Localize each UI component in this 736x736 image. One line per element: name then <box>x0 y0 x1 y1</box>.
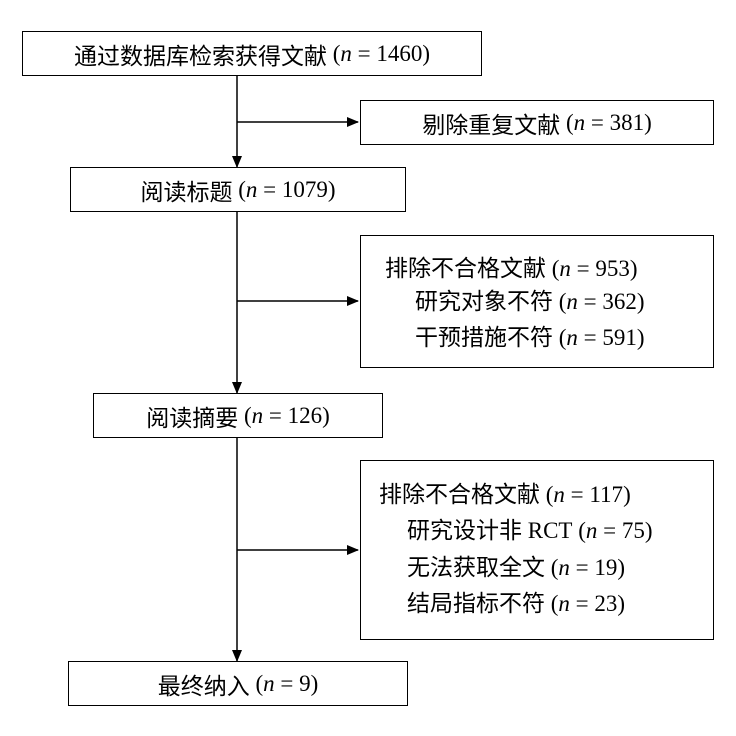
n-variable: n <box>558 555 570 580</box>
n-variable: n <box>340 40 352 66</box>
box-duplicates-count: 381 <box>609 109 645 135</box>
exclusion-reason-label: 干预措施不符 <box>415 325 553 350</box>
box-included-count: 9 <box>299 670 311 696</box>
exclusion-title-label: 排除不合格文献 <box>385 256 546 281</box>
exclusion-reason-count: 591 <box>602 325 637 350</box>
exclusion-reason: 研究对象不符 (n = 362) <box>415 289 645 314</box>
n-variable: n <box>566 289 578 314</box>
n-variable: n <box>553 482 565 507</box>
n-variable: n <box>558 591 570 616</box>
n-variable: n <box>245 176 258 202</box>
box-exclusion-abstracts: 排除不合格文献 (n = 117) 研究设计非 RCT (n = 75) 无法获… <box>360 460 714 640</box>
box-exclusion-titles: 排除不合格文献 (n = 953) 研究对象不符 (n = 362) 干预措施不… <box>360 235 714 368</box>
box-retrieved-count: 1460 <box>376 40 423 66</box>
box-retrieved: 通过数据库检索获得文献 (n = 1460) <box>22 31 482 76</box>
exclusion-reason: 结局指标不符 (n = 23) <box>407 591 626 616</box>
exclusion-title-count: 953 <box>595 256 630 281</box>
box-titles-count: 1079 <box>281 176 328 202</box>
n-variable: n <box>573 109 586 135</box>
exclusion-reason-label: 研究对象不符 <box>415 289 553 314</box>
box-duplicates-label: 剔除重复文献 <box>422 112 561 138</box>
exclusion-reason-count: 362 <box>602 289 637 314</box>
n-variable: n <box>585 518 598 543</box>
exclusion-reason-count: 19 <box>594 555 618 580</box>
exclusion-reason-count: 75 <box>621 518 645 543</box>
exclusion-title-line: 排除不合格文献 (n = 117) <box>379 482 631 507</box>
exclusion-reason-label: 研究设计非 RCT <box>407 518 573 543</box>
box-abstracts: 阅读摘要 (n = 126) <box>93 393 383 438</box>
box-abstracts-count: 126 <box>287 402 323 428</box>
box-titles: 阅读标题 (n = 1079) <box>70 167 406 212</box>
exclusion-reason: 无法获取全文 (n = 19) <box>407 555 626 580</box>
box-titles-label: 阅读标题 <box>140 179 233 205</box>
exclusion-reason-count: 23 <box>594 591 618 616</box>
n-variable: n <box>559 256 571 281</box>
exclusion-title-count: 117 <box>589 482 624 507</box>
exclusion-reason: 干预措施不符 (n = 591) <box>415 325 645 350</box>
box-included-label: 最终纳入 <box>157 673 250 699</box>
box-included: 最终纳入 (n = 9) <box>68 661 408 706</box>
exclusion-reason-label: 无法获取全文 <box>407 555 545 580</box>
n-variable: n <box>566 325 578 350</box>
exclusion-reason-label: 结局指标不符 <box>407 591 545 616</box>
exclusion-title-label: 排除不合格文献 <box>379 482 540 507</box>
box-duplicates: 剔除重复文献 (n = 381) <box>360 100 714 145</box>
n-variable: n <box>251 402 264 428</box>
exclusion-reason: 研究设计非 RCT (n = 75) <box>407 518 653 543</box>
box-abstracts-label: 阅读摘要 <box>146 405 239 431</box>
box-retrieved-label: 通过数据库检索获得文献 <box>73 43 327 69</box>
exclusion-title-line: 排除不合格文献 (n = 953) <box>385 256 638 281</box>
n-variable: n <box>263 670 275 696</box>
